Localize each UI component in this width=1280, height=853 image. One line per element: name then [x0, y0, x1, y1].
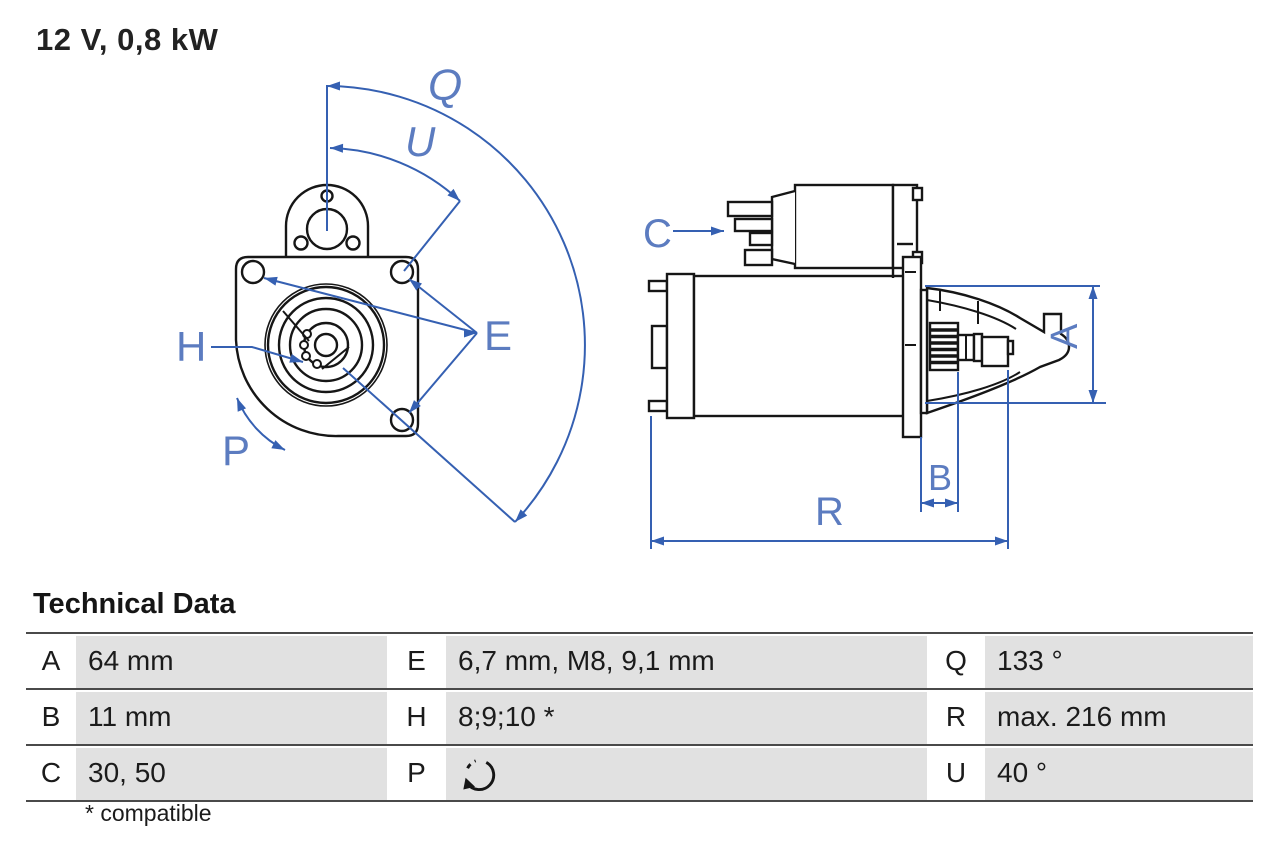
cell-key-p: P	[387, 748, 446, 800]
cell-key-r: R	[927, 692, 985, 744]
cell-value-u: 40 °	[985, 748, 1253, 800]
dim-label-h: H	[176, 323, 206, 370]
cell-value-p	[446, 748, 927, 800]
rotation-direction-icon	[463, 759, 496, 791]
cell-key-q: Q	[927, 636, 985, 688]
cell-value-e: 6,7 mm, M8, 9,1 mm	[446, 636, 927, 688]
technical-data-heading: Technical Data	[33, 588, 236, 620]
footnote: * compatible	[85, 800, 212, 826]
dim-label-u: U	[405, 118, 436, 165]
side-view-starter	[647, 183, 1071, 439]
table-row: A 64 mm E 6,7 mm, M8, 9,1 mm Q 133 °	[26, 632, 1253, 688]
cell-key-c: C	[26, 748, 76, 800]
dim-label-r: R	[815, 490, 844, 534]
cell-value-a: 64 mm	[76, 636, 387, 688]
dim-label-q: Q	[428, 61, 462, 110]
cell-value-h: 8;9;10 *	[446, 692, 927, 744]
cell-key-b: B	[26, 692, 76, 744]
dim-label-p: P	[222, 427, 250, 474]
cell-value-c: 30, 50	[76, 748, 387, 800]
cell-key-h: H	[387, 692, 446, 744]
cell-value-b: 11 mm	[76, 692, 387, 744]
cell-value-r: max. 216 mm	[985, 692, 1253, 744]
dim-label-a: A	[1044, 323, 1086, 349]
technical-data-table: A 64 mm E 6,7 mm, M8, 9,1 mm Q 133 ° B 1…	[26, 632, 1253, 802]
cell-key-e: E	[387, 636, 446, 688]
dim-label-b: B	[928, 457, 952, 498]
dim-label-e: E	[484, 312, 512, 359]
dimension-lines	[211, 81, 1106, 549]
cell-key-a: A	[26, 636, 76, 688]
dim-label-c: C	[643, 212, 672, 256]
table-row: C 30, 50 P U 40 °	[26, 744, 1253, 802]
technical-drawing: Q U E H P C A B R	[176, 61, 1106, 549]
cell-key-u: U	[927, 748, 985, 800]
table-row: B 11 mm H 8;9;10 * R max. 216 mm	[26, 688, 1253, 744]
cell-value-q: 133 °	[985, 636, 1253, 688]
page-title: 12 V, 0,8 kW	[36, 22, 219, 57]
